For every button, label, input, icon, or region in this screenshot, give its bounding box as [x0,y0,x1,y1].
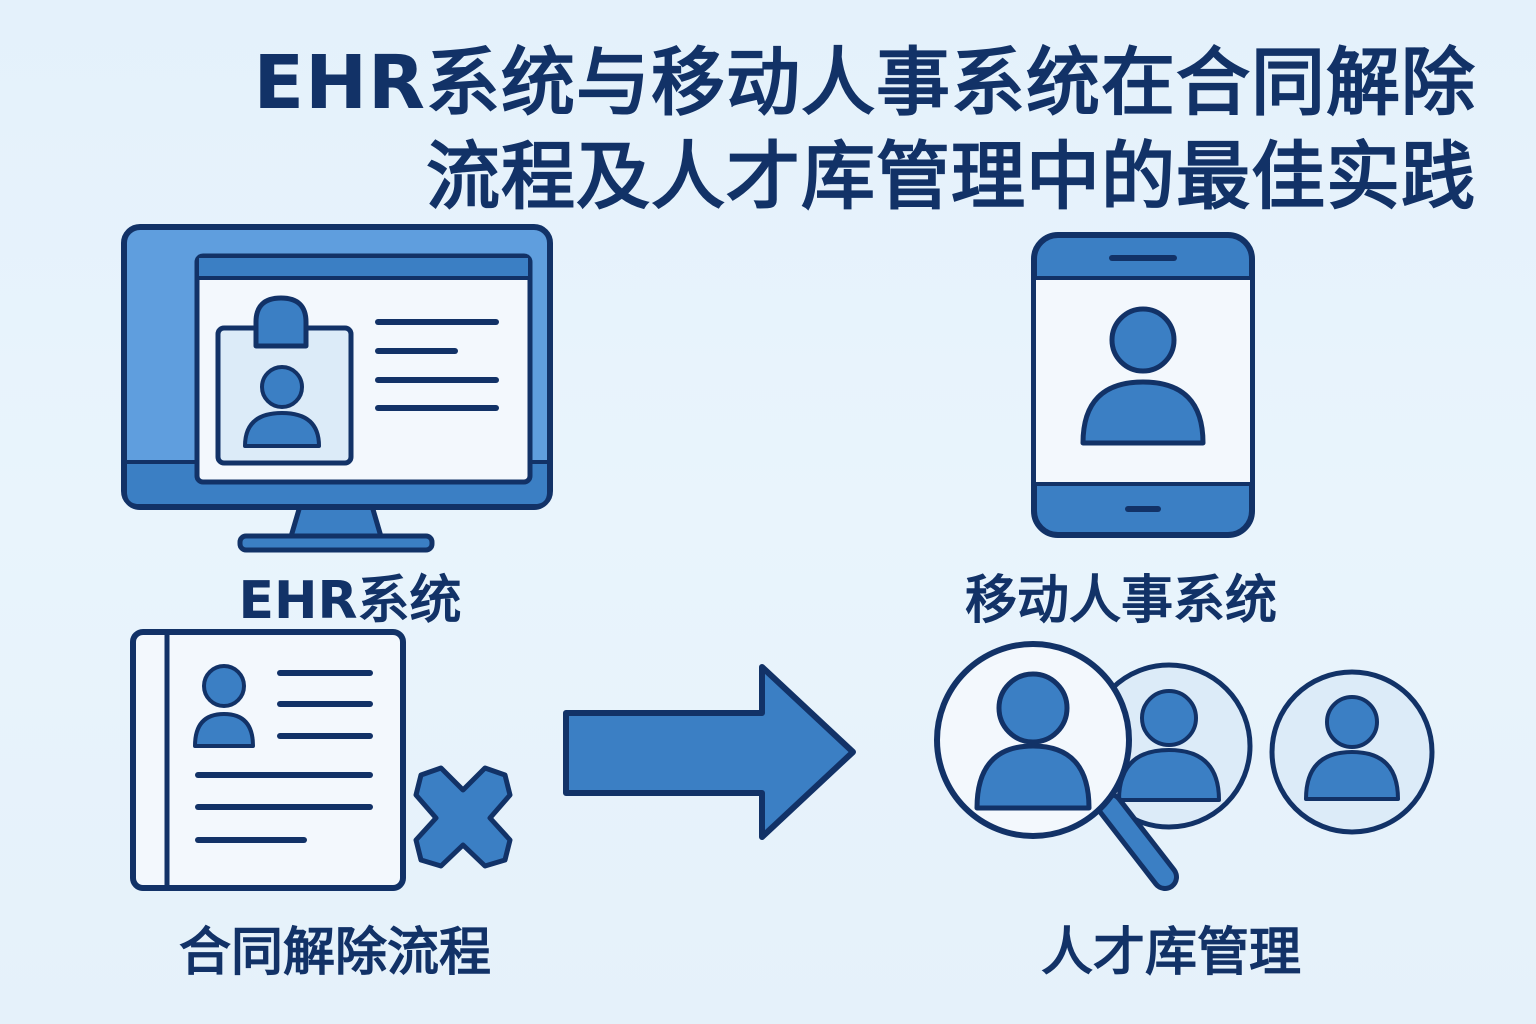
title-line-1: EHR系统与移动人事系统在合同解除 [253,40,1476,126]
title-line-2: 流程及人才库管理中的最佳实践 [426,134,1476,220]
ehr-text-lines [375,319,499,411]
talent-pool-label: 人才库管理 [1040,923,1301,983]
talent-pool-group [934,641,1435,891]
page-title: EHR系统与移动人事系统在合同解除 流程及人才库管理中的最佳实践 [156,36,1476,224]
ehr-system-label: EHR系统 [238,571,462,631]
mobile-hr-label: 移动人事系统 [964,571,1277,631]
cancel-x-icon [413,765,513,869]
magnifier-icon [934,641,1179,891]
document-icon [130,629,406,891]
id-card-icon [215,295,354,466]
person-icon [1080,306,1206,446]
arrow-right-icon [563,664,856,840]
contract-termination-label: 合同解除流程 [178,923,491,983]
